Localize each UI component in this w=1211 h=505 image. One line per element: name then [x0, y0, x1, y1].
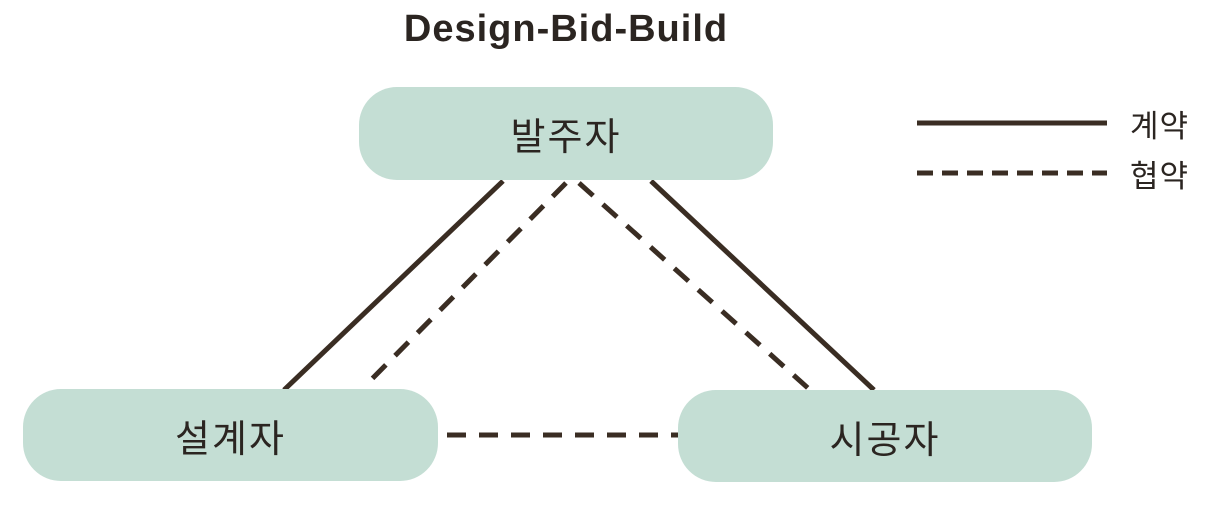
- legend-label-contract: 계약: [1130, 108, 1190, 144]
- diagram-title: Design-Bid-Build: [403, 8, 729, 50]
- legend: 계약 협약: [917, 98, 1211, 198]
- legend-item-agreement: 협약: [917, 148, 1211, 198]
- edge-owner-designer-solid: [282, 179, 505, 392]
- edge-owner-contractor-dashed: [577, 181, 811, 391]
- solid-line-swatch: [917, 120, 1107, 126]
- edge-owner-contractor-solid: [649, 179, 876, 392]
- legend-label-agreement: 협약: [1130, 158, 1190, 194]
- node-designer: 설계자: [23, 389, 438, 481]
- node-owner: 발주자: [359, 87, 773, 180]
- node-contractor: 시공자: [678, 390, 1092, 482]
- dashed-line-swatch: [917, 170, 1107, 176]
- edge-owner-designer-dashed: [364, 181, 568, 387]
- node-contractor-label: 시공자: [829, 419, 941, 462]
- node-designer-label: 설계자: [175, 418, 286, 461]
- node-owner-label: 발주자: [510, 117, 622, 159]
- legend-item-contract: 계약: [917, 98, 1211, 148]
